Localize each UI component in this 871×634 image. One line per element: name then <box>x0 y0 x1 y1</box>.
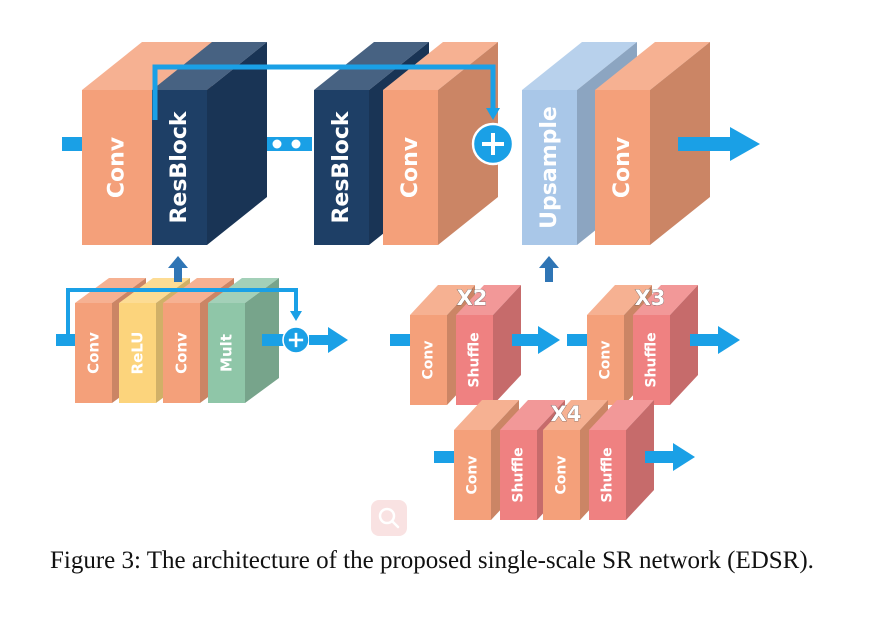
x3-shuffle: Shuffle <box>633 285 698 405</box>
x4-shuffle-1-label: Shuffle <box>511 447 527 502</box>
x3-output-arrow <box>690 326 740 354</box>
res-mult-label: Mult <box>218 334 236 372</box>
x3-label: X3 <box>635 286 666 310</box>
x4-shuffle-2: Shuffle <box>589 400 654 520</box>
figure-caption: Figure 3: The architecture of the propos… <box>50 547 814 574</box>
output-arrow <box>678 127 760 161</box>
x4-input-stub <box>434 451 456 463</box>
x2-input-stub <box>390 334 414 346</box>
resblock-skip-arrowhead <box>290 311 302 321</box>
conv-block-2: Conv <box>383 42 498 245</box>
plus-circle-icon <box>471 122 515 166</box>
x3-input-stub <box>567 334 589 346</box>
x3-conv-label: Conv <box>598 341 614 380</box>
x2-output-arrow <box>512 326 560 354</box>
x4-conv-2-label: Conv <box>554 456 570 495</box>
resblock-1-label: ResBlock <box>167 110 192 223</box>
resblock-plus-circle-icon <box>282 326 310 354</box>
upsample-detail-arrow <box>539 256 559 282</box>
res-conv-1-label: Conv <box>85 332 103 374</box>
x4-label: X4 <box>551 402 582 426</box>
input-stub <box>62 137 84 151</box>
x2-shuffle: Shuffle <box>456 285 521 405</box>
resblock-skip-line <box>66 288 298 340</box>
resblock-detail-arrow <box>168 256 188 282</box>
x2-conv-label: Conv <box>421 341 437 380</box>
x3-shuffle-label: Shuffle <box>644 332 660 387</box>
x4-conv-1-label: Conv <box>465 456 481 495</box>
upsample-block-label: Upsample <box>537 106 562 229</box>
conv-block-2-label: Conv <box>398 136 423 198</box>
x4-output-arrow <box>645 443 695 471</box>
global-skip-arrowhead <box>486 108 500 120</box>
x2-shuffle-label: Shuffle <box>467 332 483 387</box>
conv-block-3-label: Conv <box>610 136 635 198</box>
resblock-add-stub <box>262 334 286 346</box>
resblock-1: ResBlock <box>152 42 267 245</box>
res-conv-2-label: Conv <box>173 332 191 374</box>
res-relu-label: ReLU <box>129 332 147 375</box>
x2-label: X2 <box>457 286 488 310</box>
x4-shuffle-2-label: Shuffle <box>600 447 616 502</box>
resblock-output-arrow <box>309 327 348 353</box>
conv-block-1-label: Conv <box>105 136 130 198</box>
magnifier-icon[interactable] <box>371 500 407 536</box>
global-skip-line <box>152 64 496 120</box>
resblock-2-label: ResBlock <box>329 110 354 223</box>
